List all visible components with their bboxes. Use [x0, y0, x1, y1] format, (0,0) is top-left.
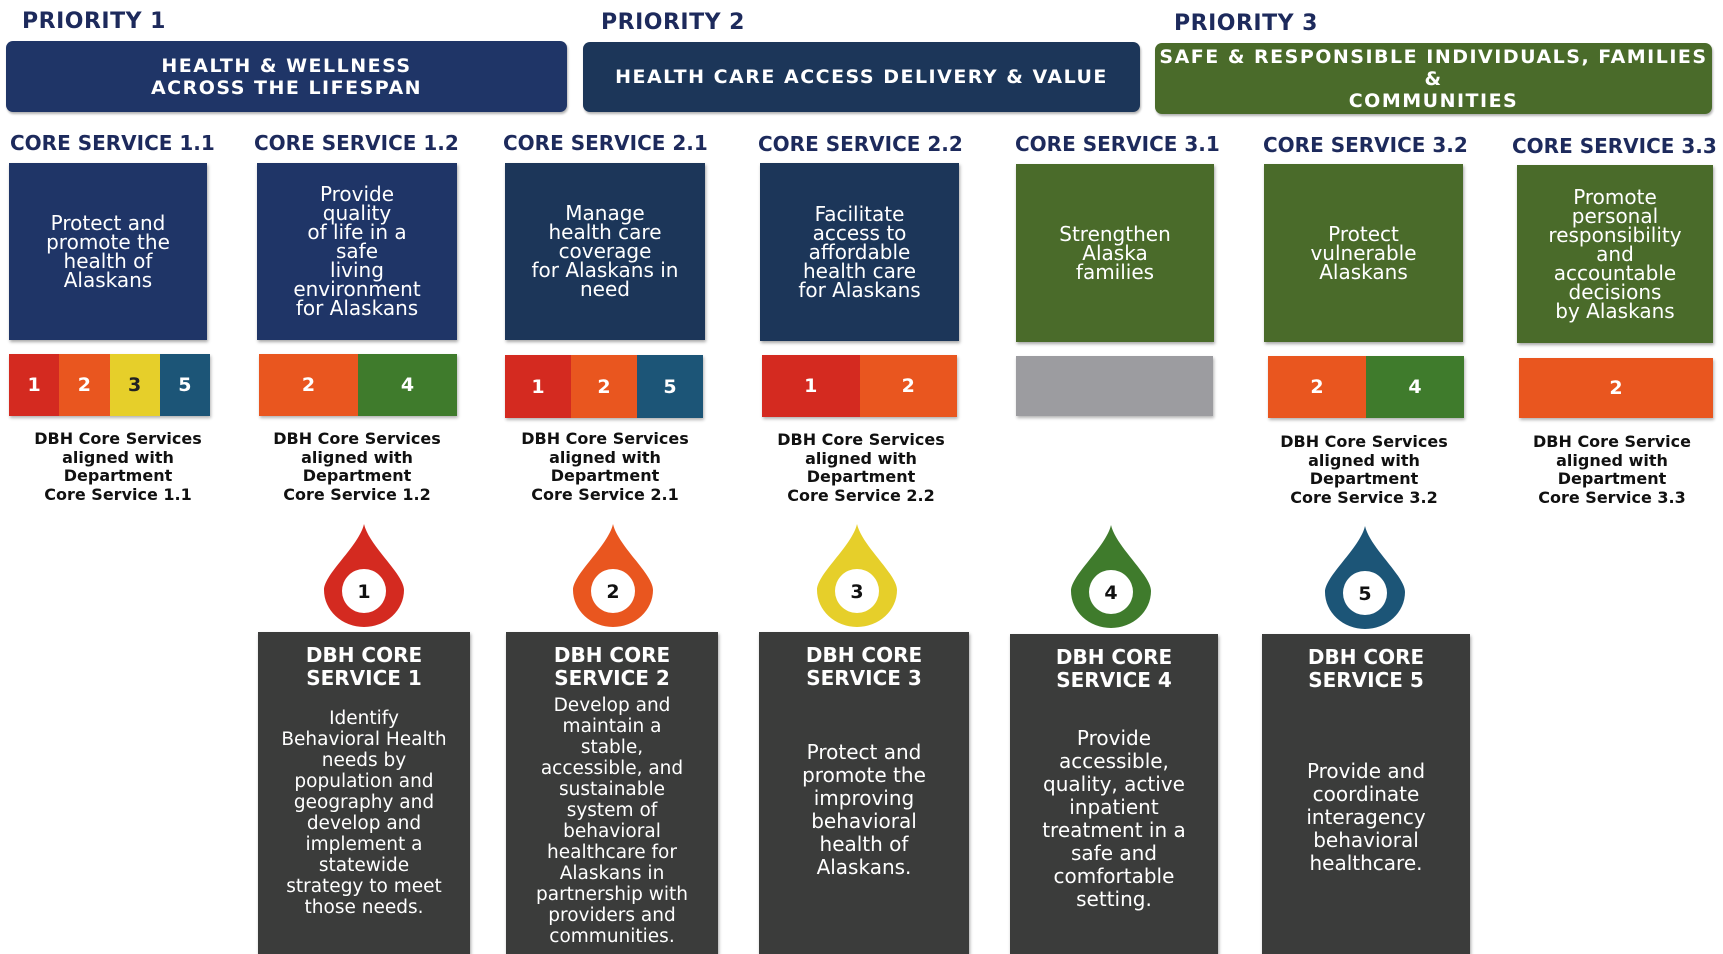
dbh-strip-segment-4: 4	[358, 354, 457, 416]
core-service-1-1-heading: CORE SERVICE 1.1	[10, 131, 215, 155]
dbh-strip-segment-2: 2	[859, 355, 957, 417]
core-service-3-3-aligned-text: DBH Core Service aligned with Department…	[1533, 432, 1691, 507]
dbh-4-droplet-icon: 4	[1071, 525, 1151, 628]
dbh-2-droplet-number: 2	[606, 581, 619, 603]
dbh-strip-segment-2: 2	[1268, 356, 1366, 418]
dbh-strip-segment-2: 2	[59, 354, 110, 416]
dbh-strip-segment-3: 3	[109, 354, 160, 416]
dbh-core-service-1-text: Identify Behavioral Health needs by popu…	[281, 707, 447, 918]
core-service-2-2-aligned-text: DBH Core Services aligned with Departmen…	[777, 430, 945, 505]
dbh-core-service-3-text: Protect and promote the improving behavi…	[802, 740, 926, 879]
dbh-1-droplet-number: 1	[357, 581, 370, 603]
dbh-4-droplet-number: 4	[1104, 582, 1117, 604]
dbh-2-droplet-icon: 2	[573, 524, 653, 627]
priority-2-label: PRIORITY 2	[601, 10, 745, 35]
dbh-core-service-2-box: DBH CORE SERVICE 2 Develop and maintain …	[506, 632, 718, 954]
dbh-strip-segment-4: 4	[1366, 356, 1464, 418]
dbh-strip-segment-5: 5	[159, 354, 210, 416]
dbh-core-service-1-title: DBH CORE SERVICE 1	[305, 643, 423, 690]
dbh-core-service-3-title: DBH CORE SERVICE 3	[805, 643, 923, 690]
dbh-3-droplet-icon: 3	[817, 524, 897, 627]
core-service-1-2-box: Provide quality of life in a safe living…	[257, 163, 457, 340]
core-service-2-1-box: Manage health care coverage for Alaskans…	[505, 163, 705, 340]
priority-3-banner: SAFE & RESPONSIBLE INDIVIDUALS, FAMILIES…	[1155, 43, 1712, 114]
core-service-1-1-box: Protect and promote the health of Alaska…	[9, 163, 207, 340]
dbh-core-service-5-text: Provide and coordinate interagency behav…	[1306, 758, 1426, 875]
dbh-5-droplet-number: 5	[1358, 583, 1371, 605]
core-service-3-1-heading: CORE SERVICE 3.1	[1015, 132, 1220, 156]
core-service-3-1-dbh-strip	[1016, 356, 1213, 416]
dbh-core-service-4-box: DBH CORE SERVICE 4 Provide accessible, q…	[1010, 634, 1218, 954]
dbh-core-service-2-text: Develop and maintain a stable, accessibl…	[535, 695, 689, 947]
priority-1-label: PRIORITY 1	[22, 9, 166, 34]
dbh-strip-segment-5: 5	[637, 355, 703, 418]
dbh-core-service-3-box: DBH CORE SERVICE 3 Protect and promote t…	[759, 632, 969, 954]
core-service-1-1-aligned-text: DBH Core Services aligned with Departmen…	[34, 429, 202, 504]
dbh-3-droplet-number: 3	[850, 581, 863, 603]
dbh-core-service-4-text: Provide accessible, quality, active inpa…	[1042, 726, 1186, 911]
core-service-1-2-heading: CORE SERVICE 1.2	[254, 131, 459, 155]
core-service-2-2-box: Facilitate access to affordable health c…	[760, 163, 959, 341]
core-service-1-2-aligned-text: DBH Core Services aligned with Departmen…	[273, 429, 441, 504]
dbh-strip-segment-1: 1	[505, 355, 571, 418]
core-service-3-2-aligned-text: DBH Core Services aligned with Departmen…	[1280, 432, 1448, 507]
priority-3-label: PRIORITY 3	[1174, 11, 1318, 36]
dbh-core-service-1-box: DBH CORE SERVICE 1 Identify Behavioral H…	[258, 632, 470, 954]
dbh-strip-segment-2: 2	[571, 355, 637, 418]
core-service-3-2-box: Protect vulnerable Alaskans	[1264, 164, 1463, 342]
core-service-2-2-heading: CORE SERVICE 2.2	[758, 132, 963, 156]
core-service-2-1-aligned-text: DBH Core Services aligned with Departmen…	[521, 429, 689, 504]
core-service-3-1-box: Strengthen Alaska families	[1016, 164, 1214, 342]
priority-2-banner: HEALTH CARE ACCESS DELIVERY & VALUE	[583, 42, 1140, 112]
dbh-core-service-5-box: DBH CORE SERVICE 5 Provide and coordinat…	[1262, 634, 1470, 954]
dbh-strip-segment-1: 1	[9, 354, 60, 416]
core-service-3-3-dbh-strip: 2	[1519, 358, 1713, 418]
core-service-2-1-heading: CORE SERVICE 2.1	[503, 131, 708, 155]
core-service-3-3-heading: CORE SERVICE 3.3	[1512, 134, 1717, 158]
dbh-core-service-4-title: DBH CORE SERVICE 4	[1055, 645, 1173, 692]
dbh-core-service-5-title: DBH CORE SERVICE 5	[1307, 645, 1425, 692]
core-service-3-3-box: Promote personal responsibility and acco…	[1517, 165, 1713, 343]
dbh-core-service-2-title: DBH CORE SERVICE 2	[553, 643, 671, 690]
core-service-3-2-heading: CORE SERVICE 3.2	[1263, 133, 1468, 157]
dbh-strip-empty-segment	[1016, 356, 1213, 416]
dbh-strip-segment-1: 1	[762, 355, 860, 417]
dbh-strip-segment-2: 2	[1519, 358, 1713, 418]
dbh-1-droplet-icon: 1	[324, 524, 404, 627]
dbh-strip-segment-2: 2	[259, 354, 358, 416]
dbh-5-droplet-icon: 5	[1325, 526, 1405, 629]
priority-1-banner: HEALTH & WELLNESS ACROSS THE LIFESPAN	[6, 41, 567, 112]
